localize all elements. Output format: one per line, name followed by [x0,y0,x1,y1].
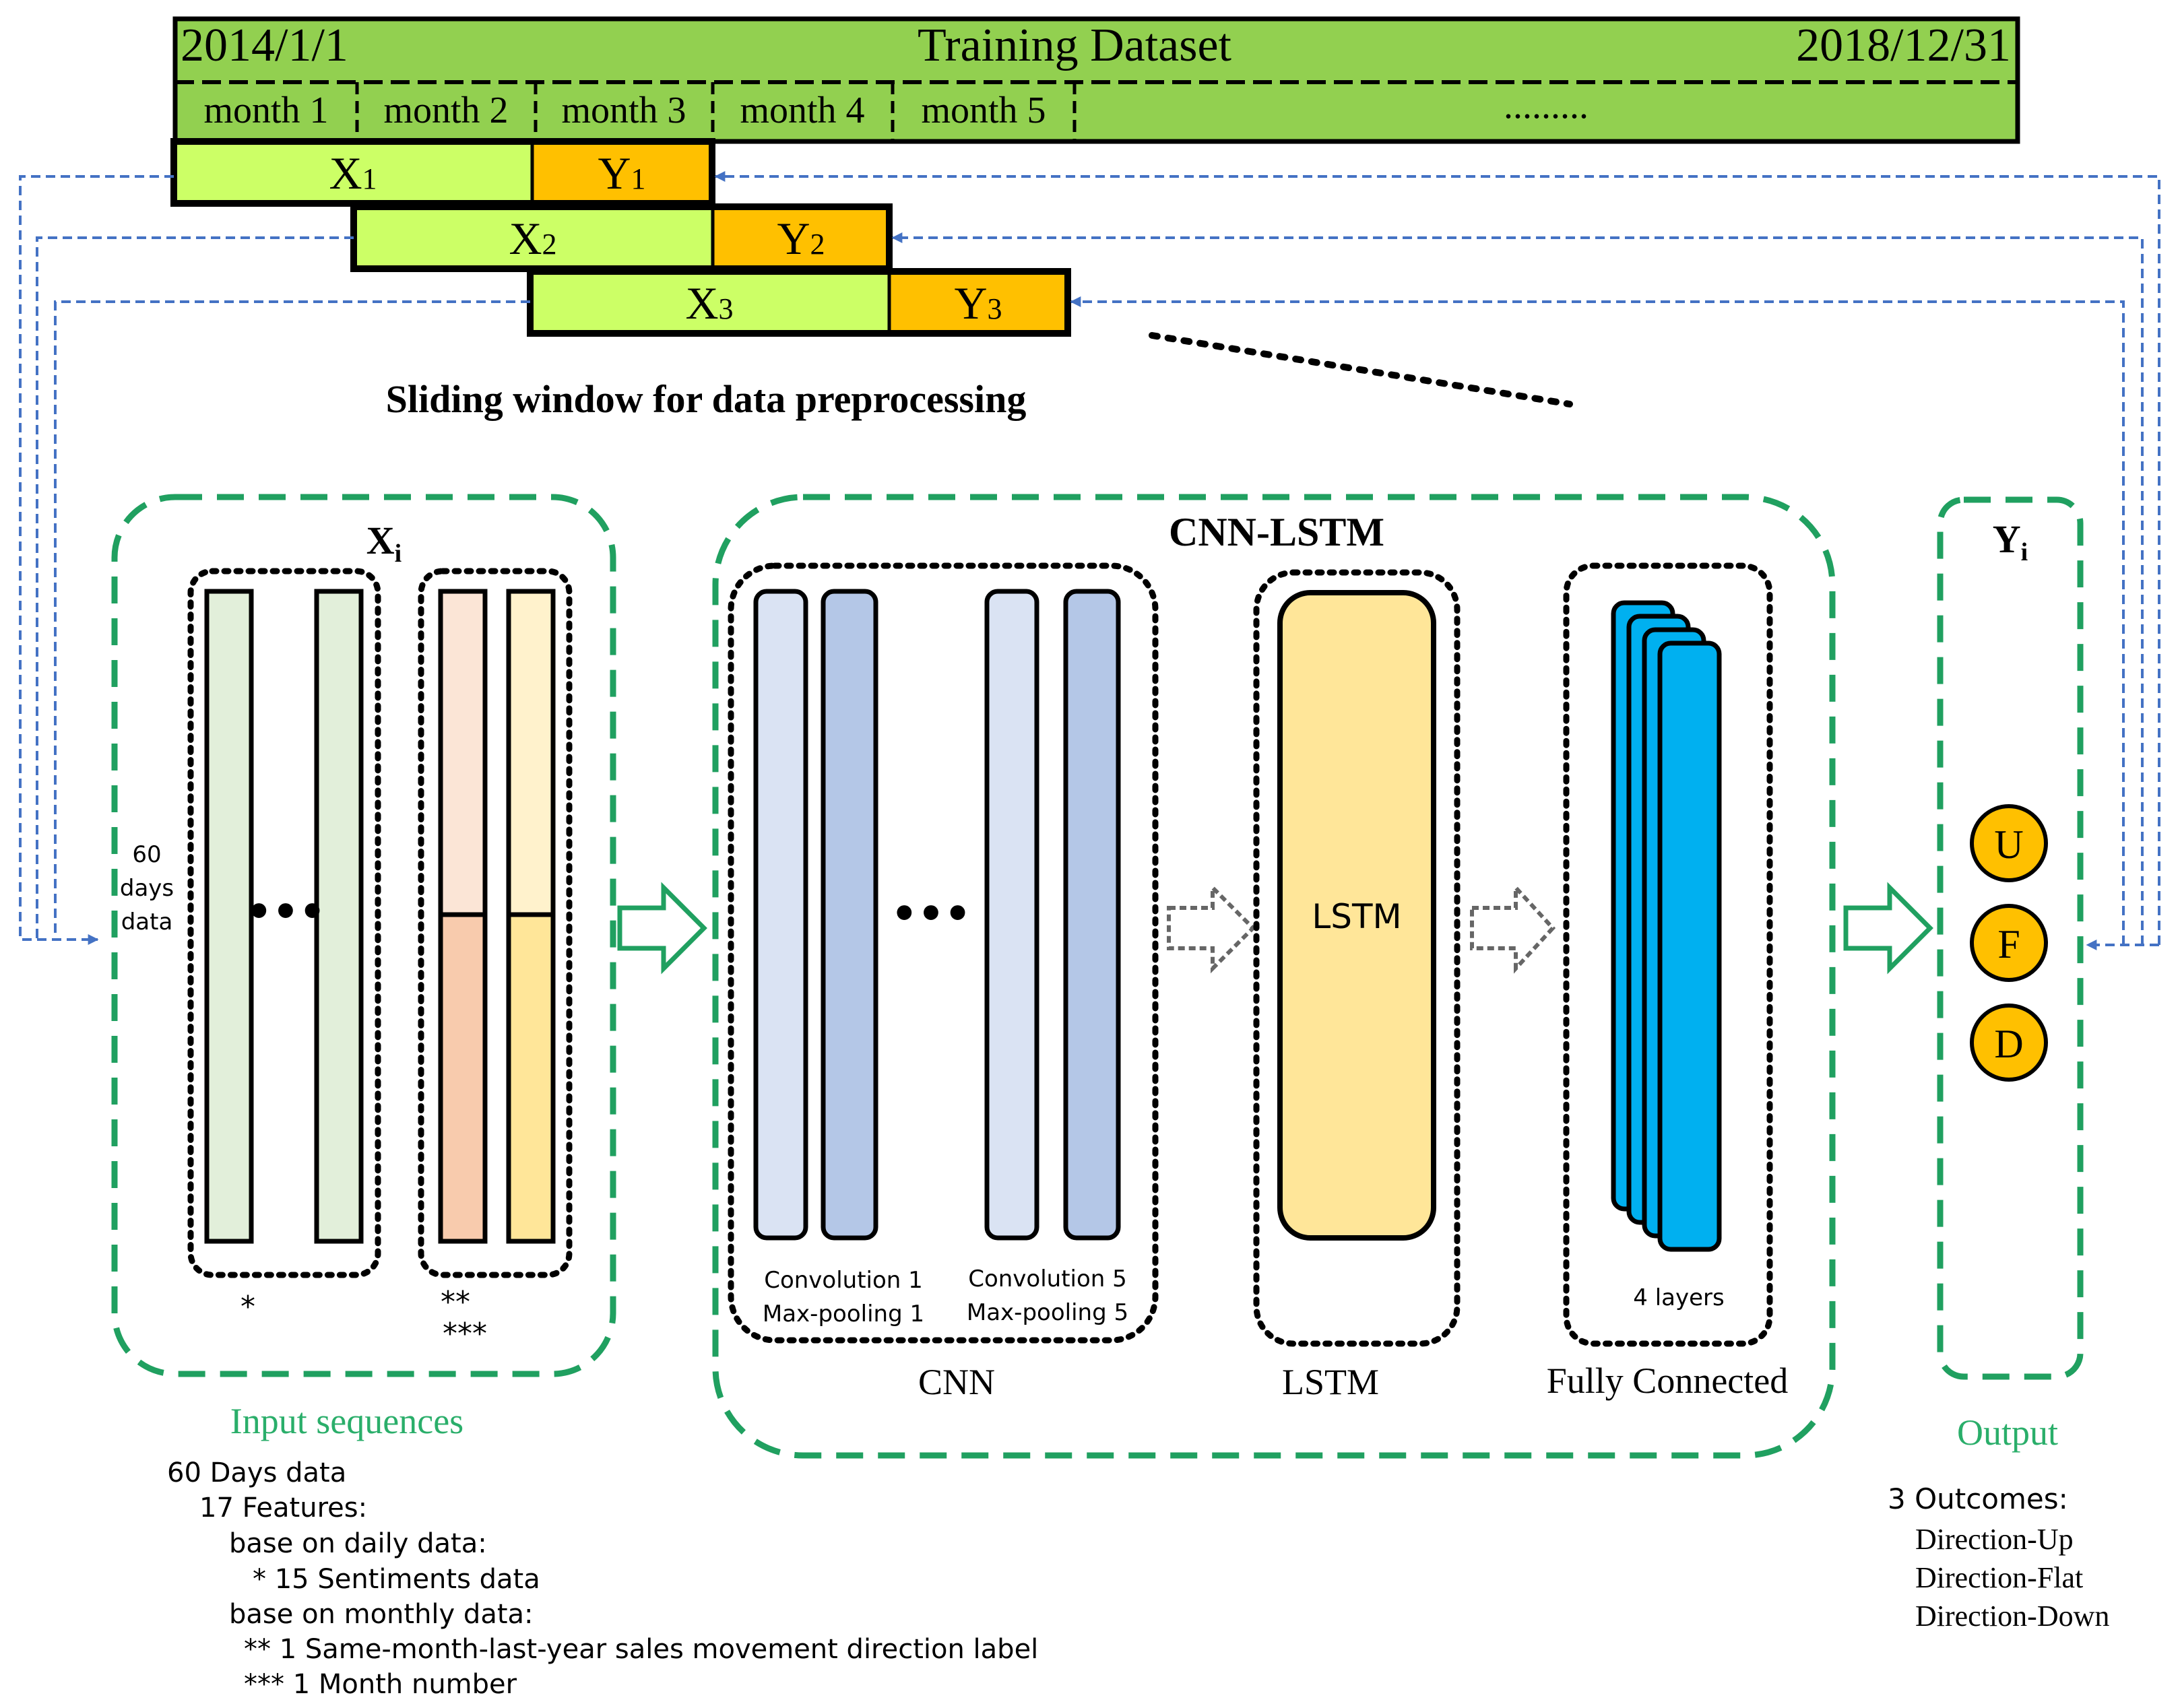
input-title-sub: i [395,539,402,568]
svg-text:Y2: Y2 [777,213,825,264]
note-line: 60 Days data [167,1457,346,1488]
fc-layers-stack [1611,600,1722,1252]
month-label: month 1 [203,90,328,131]
window-x-label: X [509,213,542,264]
continuation-dots [1149,332,1573,407]
outcome-up-letter: U [1994,822,2023,867]
cnn-to-lstm-arrow [1167,882,1256,974]
conv-layer [753,589,808,1241]
note-line: 17 Features: [199,1492,367,1523]
fc-layers-label: 4 layers [1633,1284,1724,1311]
training-dataset-bar: 2014/1/1 Training Dataset 2018/12/31 mon… [172,16,2020,144]
window-1: X1 Y1 [170,138,715,207]
month-number-bar [506,589,556,1244]
input-panel: Xi ••• 60 days data * ** *** [111,494,616,1377]
outcome-down-circle [1970,1004,2048,1082]
pool5-label: Max-pooling 5 [967,1299,1128,1326]
month-label: month 4 [740,90,864,131]
svg-text:X3: X3 [685,277,733,329]
output-panel: Yi U F D [1937,496,2084,1380]
lstm-label: LSTM [1282,1362,1379,1402]
conv5-label: Convolution 5 [968,1266,1127,1292]
sentiment-feature-bar [314,589,364,1244]
cnn-lstm-title: CNN-LSTM [1169,510,1384,554]
lstm-block-label: LSTM [1312,897,1401,936]
days-label: days [120,875,174,902]
note-line: 3 Outcomes: [1888,1482,2068,1515]
cnn-ellipsis: ••• [891,889,971,938]
window-index: 1 [362,162,377,195]
month-label: month 2 [383,90,508,131]
note-line: base on monthly data: [229,1599,534,1630]
svg-text:Yi: Yi [1993,517,2028,566]
start-date: 2014/1/1 [181,20,348,71]
cnn-lstm-panel: CNN-LSTM ••• Convolution 1 Max-pooling 1… [712,494,1836,1459]
output-caption: Output [1957,1412,2058,1453]
svg-text:Xi: Xi [366,519,402,568]
note-line: * 15 Sentiments data [253,1564,540,1595]
svg-text:X1: X1 [329,147,377,199]
window-index: 3 [719,292,734,325]
conv-layer [821,589,878,1241]
note-line: Direction-Down [1915,1600,2109,1633]
x-feedback-arrows [19,175,530,945]
input-notes: 60 Days data 17 Features: base on daily … [167,1457,1038,1700]
fc-label: Fully Connected [1547,1360,1788,1401]
sentiment-feature-bar [204,589,254,1244]
svg-text:Y3: Y3 [954,277,1002,329]
month-label: month 5 [921,90,1046,131]
window-y-label: Y [777,213,810,264]
window-3: X3 Y3 [527,268,1071,337]
outcome-down-letter: D [1994,1022,2023,1066]
conv-layer [984,589,1039,1241]
y-feedback-arrows [714,171,2160,950]
note-line: Direction-Up [1915,1523,2074,1556]
lstm-to-fc-arrow [1470,882,1556,974]
input-ellipsis: ••• [246,887,326,936]
window-index: 1 [631,162,646,195]
input-caption: Input sequences [230,1401,463,1441]
note-line: ** 1 Same-month-last-year sales movement… [244,1634,1038,1665]
window-2: X2 Y2 [350,203,893,272]
star-mark: *** [443,1317,487,1351]
cnn-label: CNN [918,1362,995,1402]
sales-direction-bar [438,589,488,1244]
outcome-flat-circle [1970,904,2048,982]
conv1-label: Convolution 1 [764,1267,923,1294]
star-mark: ** [441,1285,470,1319]
input-title: X [366,519,395,562]
window-index: 2 [542,228,557,261]
window-y-label: Y [598,147,631,199]
pool1-label: Max-pooling 1 [763,1301,924,1327]
note-line: *** 1 Month number [244,1669,517,1700]
window-index: 2 [810,228,825,261]
note-line: base on daily data: [229,1528,487,1559]
outcome-up-circle [1970,804,2048,882]
days-label: data [121,909,173,935]
month-ellipsis: ......... [1504,85,1589,127]
window-x-label: X [685,277,718,329]
lstm-block [1277,590,1436,1241]
conv-layer [1063,589,1121,1241]
star-mark: * [241,1290,255,1324]
month-label: month 3 [561,90,686,131]
note-line: Direction-Flat [1915,1561,2083,1594]
output-title-sub: i [2021,538,2028,566]
sliding-caption: Sliding window for data preprocessing [386,377,1027,421]
svg-text:X2: X2 [509,213,556,264]
end-date: 2018/12/31 [1796,20,2011,71]
input-to-cnn-arrow [617,882,707,975]
svg-text:Y1: Y1 [598,147,645,199]
output-title: Y [1993,517,2021,561]
window-x-label: X [329,147,362,199]
window-index: 3 [988,292,1002,325]
output-notes: 3 Outcomes: Direction-Up Direction-Flat … [1888,1482,2109,1633]
window-y-label: Y [954,277,987,329]
model-to-output-arrow [1843,882,1933,975]
dataset-title: Training Dataset [918,20,1232,71]
days-label: 60 [132,841,161,868]
outcome-flat-letter: F [1997,922,2020,966]
